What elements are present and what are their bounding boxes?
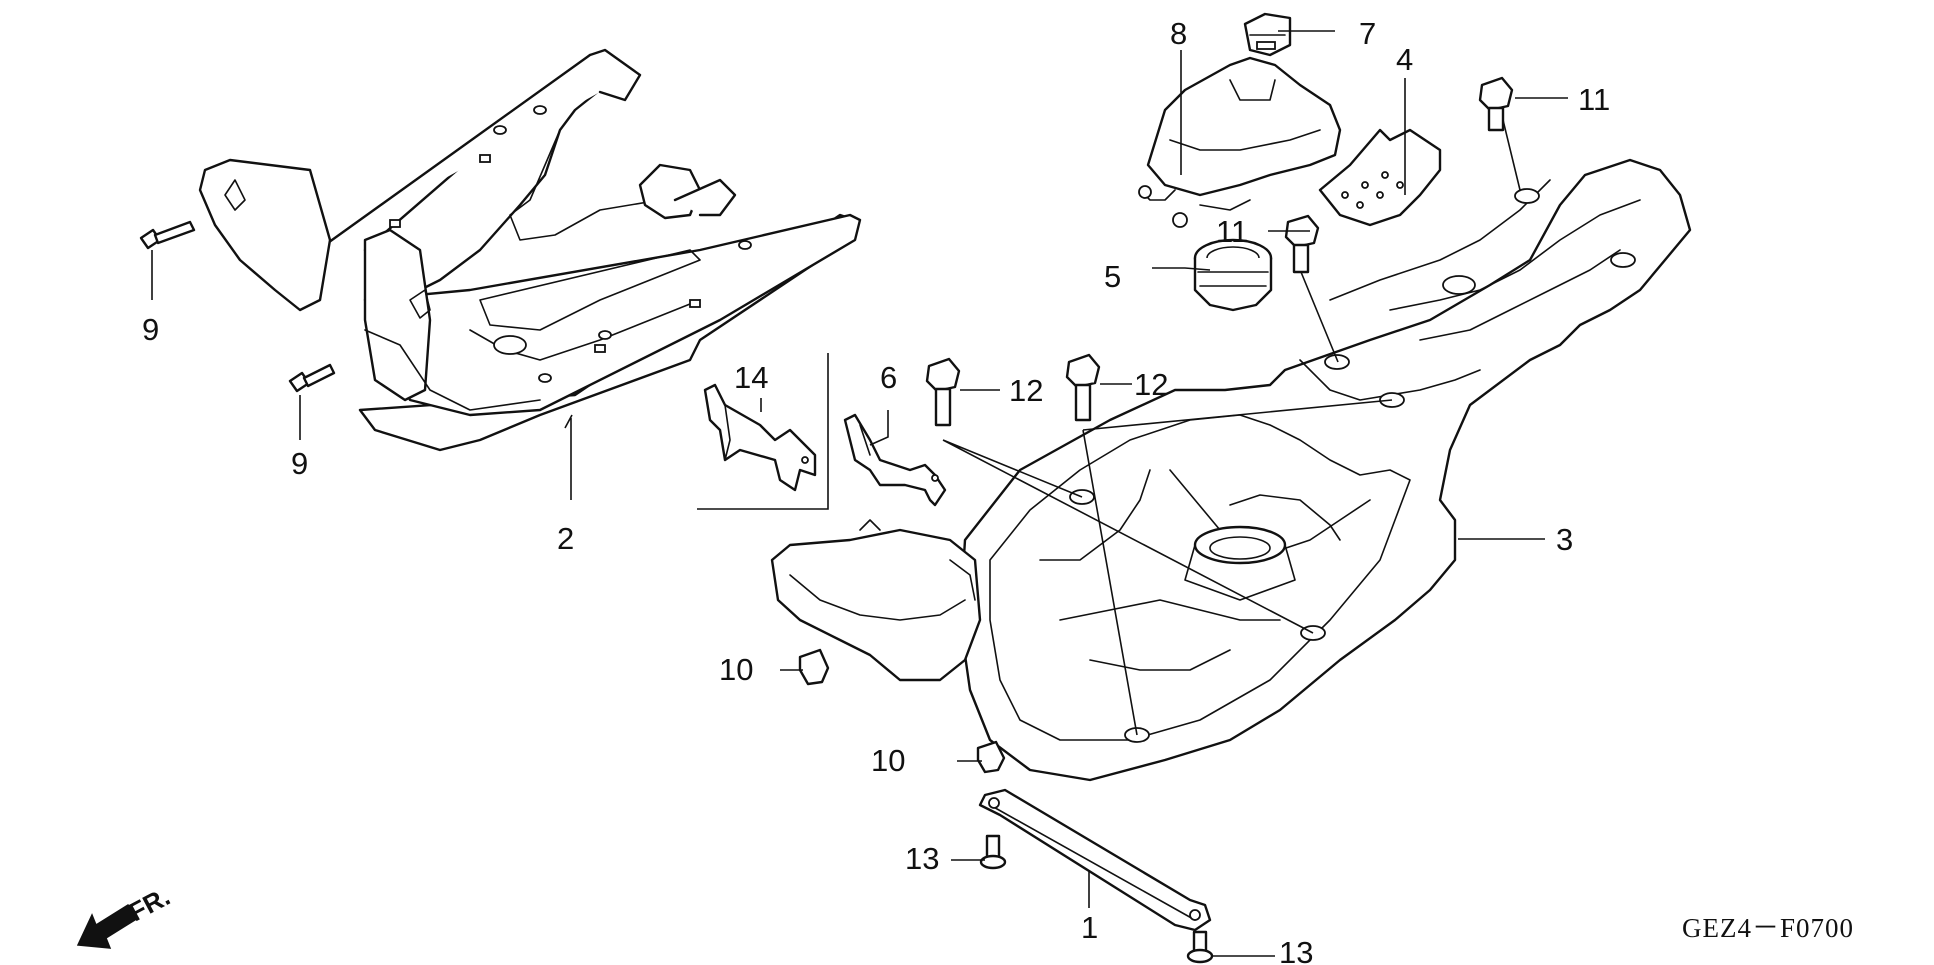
- leader-lines: [151, 30, 1568, 957]
- callout-8: 8: [1170, 16, 1187, 51]
- inset-frame: [697, 353, 829, 510]
- callout-1: 1: [1081, 910, 1098, 945]
- part-8-cover: [1138, 56, 1342, 228]
- bolt-9b: [288, 363, 336, 393]
- part-7-clip: [1243, 12, 1292, 57]
- callout-13b: 13: [1279, 935, 1313, 965]
- callout-12b: 12: [1134, 367, 1168, 402]
- bolt-11a: [1478, 76, 1514, 132]
- diagram-code: GEZ4－F0700: [1682, 913, 1854, 943]
- screw-13b: [1186, 930, 1214, 964]
- callout-7: 7: [1359, 16, 1376, 51]
- callout-11a: 11: [1578, 82, 1610, 117]
- bolt-12a: [925, 357, 961, 427]
- callout-13a: 13: [905, 841, 939, 876]
- callout-12a: 12: [1009, 373, 1043, 408]
- bolt-11b: [1284, 214, 1320, 274]
- callout-5: 5: [1104, 259, 1121, 294]
- callout-9a: 9: [142, 312, 159, 347]
- part-14-bracket: [703, 383, 817, 492]
- callout-6: 6: [880, 360, 897, 395]
- callout-9b: 9: [291, 446, 308, 481]
- bolt-12b: [1065, 353, 1101, 422]
- part-6-bracket: [843, 413, 947, 507]
- callout-4: 4: [1396, 42, 1413, 77]
- part-4-bracket: [1318, 128, 1442, 227]
- callout-2: 2: [557, 521, 574, 556]
- front-direction-arrow-icon: [76, 904, 140, 949]
- part-10-nut-a: [798, 648, 830, 686]
- part-2-inner-tray: [198, 48, 862, 452]
- callout-10a: 10: [719, 652, 753, 687]
- part-10-nut-b: [976, 740, 1006, 774]
- part-3-floor-panel: [770, 158, 1692, 782]
- callout-11b: 11: [1216, 214, 1248, 249]
- part-5-grommet: [1193, 238, 1273, 312]
- callout-3: 3: [1556, 522, 1573, 557]
- bolt-9a: [139, 220, 196, 250]
- callout-14: 14: [734, 360, 768, 395]
- part-1-bar: [978, 788, 1212, 932]
- callout-10b: 10: [871, 743, 905, 778]
- screw-13a: [979, 834, 1007, 870]
